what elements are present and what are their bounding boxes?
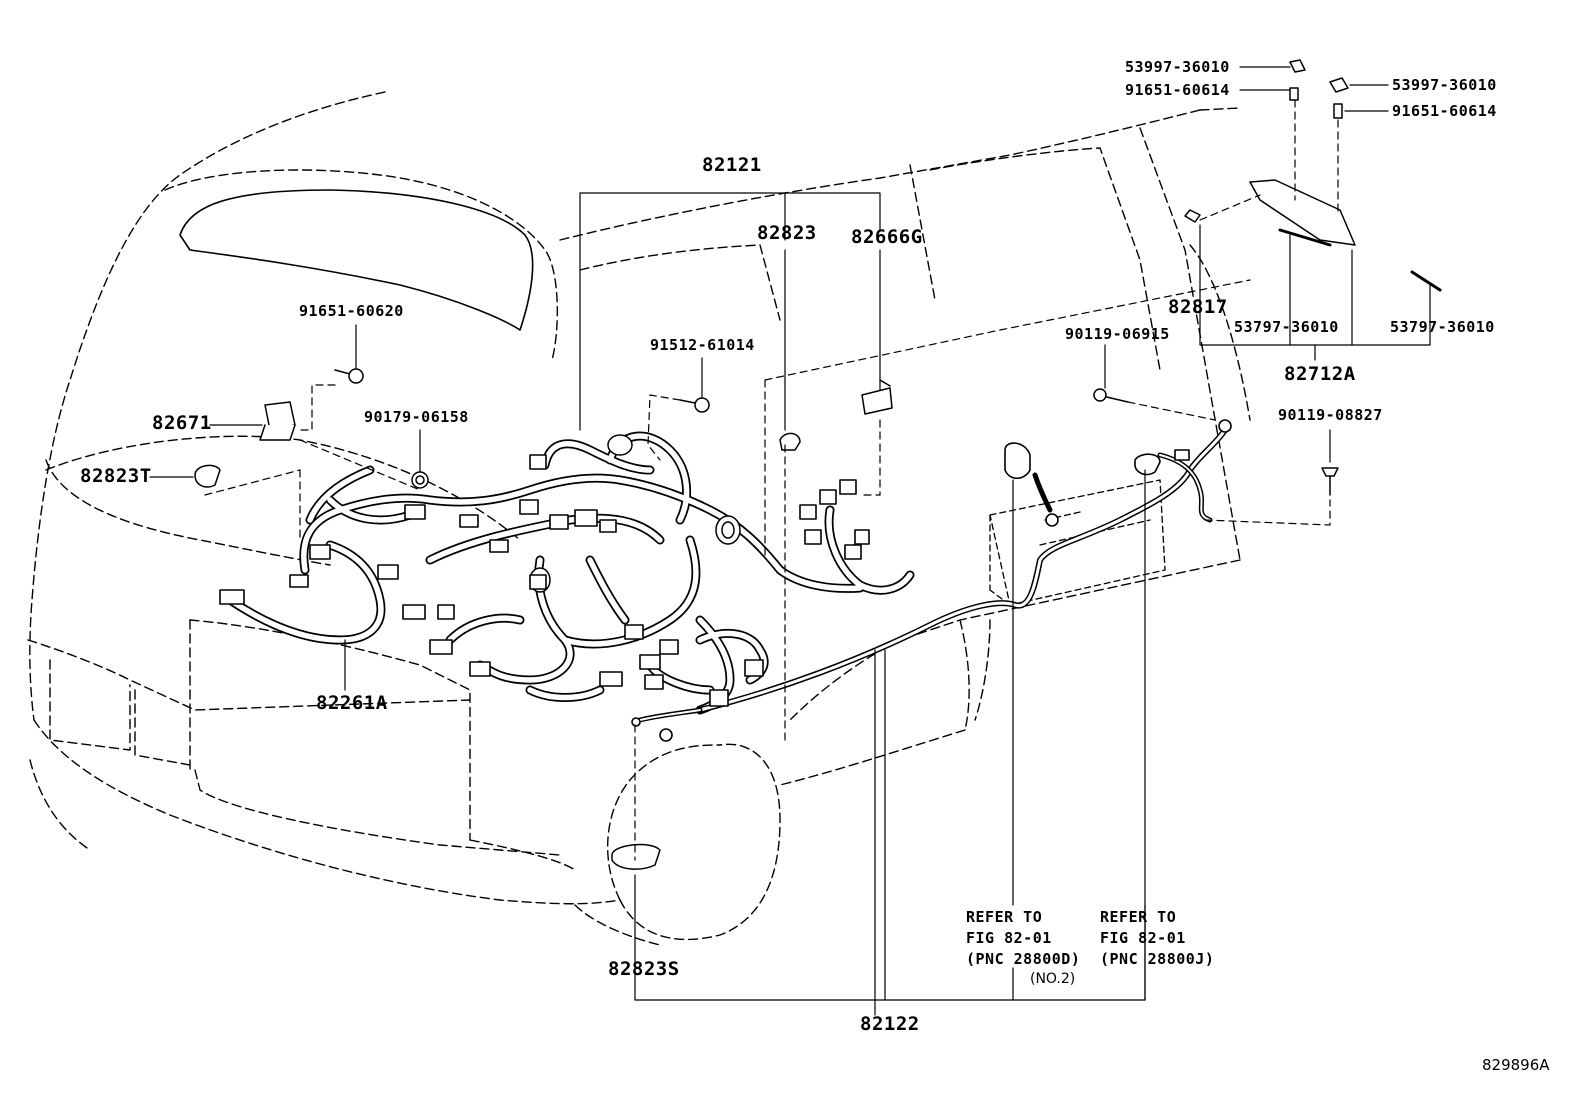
part-number-82817: 82817 xyxy=(1168,296,1228,318)
part-number-82671: 82671 xyxy=(152,412,212,434)
vehicle-body-outline xyxy=(27,91,1251,946)
part-number-82823T: 82823T xyxy=(80,465,152,487)
reference-note-2-line2: FIG 82-01 xyxy=(1100,929,1186,947)
reference-note-1-line3: (PNC 28800D) xyxy=(966,950,1081,968)
reference-note-2-line3: (PNC 28800J) xyxy=(1100,950,1215,968)
reference-note-2-line1: REFER TO xyxy=(1100,908,1177,926)
part-number-91651-60614-right: 91651-60614 xyxy=(1392,102,1497,120)
part-number-82121: 82121 xyxy=(702,154,762,176)
reference-note-1-line4: (NO.2) xyxy=(1030,971,1076,987)
dashed-reference-lines xyxy=(204,99,1339,861)
part-number-82823S: 82823S xyxy=(608,958,680,980)
reference-note-1-line2: FIG 82-01 xyxy=(966,929,1052,947)
windshield-outline xyxy=(179,189,534,331)
part-number-53797-36010-right: 53797-36010 xyxy=(1390,318,1495,336)
part-number-82261A: 82261A xyxy=(316,692,388,714)
part-number-53797-36010-left: 53797-36010 xyxy=(1234,318,1339,336)
battery-outline xyxy=(989,479,1166,606)
part-number-53997-36010-right: 53997-36010 xyxy=(1392,76,1497,94)
reference-note-1-line1: REFER TO xyxy=(966,908,1043,926)
figure-id: 829896A xyxy=(1482,1056,1550,1074)
part-number-82712A: 82712A xyxy=(1284,363,1356,385)
part-number-53997-36010-left: 53997-36010 xyxy=(1125,58,1230,76)
engine-wire-harness xyxy=(219,419,1232,742)
part-number-82823: 82823 xyxy=(757,222,817,244)
part-number-91651-60620: 91651-60620 xyxy=(299,302,404,320)
part-number-90119-08827: 90119-08827 xyxy=(1278,406,1383,424)
part-number-90179-06158: 90179-06158 xyxy=(364,408,469,426)
part-number-91651-60614-left: 91651-60614 xyxy=(1125,81,1230,99)
part-number-91512-61014: 91512-61014 xyxy=(650,336,755,354)
part-number-82122: 82122 xyxy=(860,1013,920,1035)
small-parts xyxy=(194,59,1442,870)
part-number-82666G: 82666G xyxy=(851,226,923,248)
leader-lines xyxy=(149,66,1431,1016)
part-number-90119-06915: 90119-06915 xyxy=(1065,325,1170,343)
